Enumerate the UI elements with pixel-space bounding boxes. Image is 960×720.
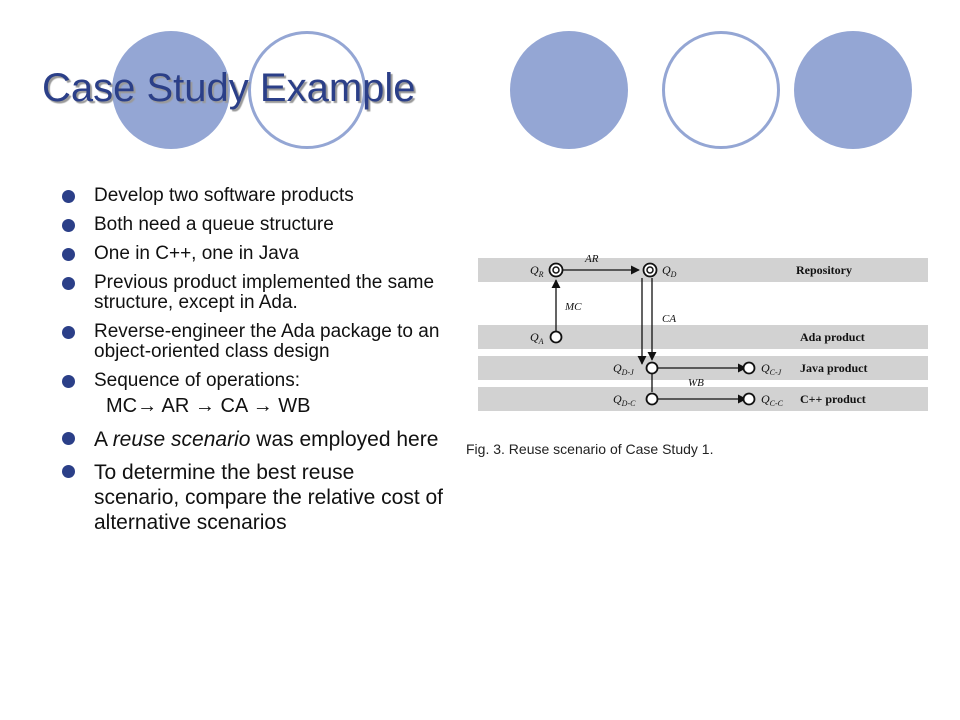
figure-caption: Fig. 3. Reuse scenario of Case Study 1.	[466, 441, 714, 457]
bullet-item: One in C++, one in Java	[60, 244, 445, 264]
lane-repository	[478, 258, 928, 282]
lane-label-cpp: C++ product	[800, 392, 866, 406]
bullet-text-after: was employed here	[250, 428, 439, 451]
node-label-qr: QR	[530, 263, 544, 279]
bullet-text: Previous product implemented the same st…	[94, 272, 435, 313]
edge-label-wb: WB	[688, 377, 704, 389]
edge-label-ar: AR	[584, 253, 599, 265]
bullet-text: To determine the best reuse scenario, co…	[94, 461, 444, 534]
decor-circle-4	[662, 31, 780, 149]
node-qr-inner	[552, 266, 560, 274]
bullet-dot-icon	[62, 248, 75, 261]
lane-label-ada: Ada product	[800, 330, 865, 344]
bullet-dot-icon	[62, 190, 75, 203]
edge-label-ca: CA	[662, 313, 676, 325]
bullet-text: Both need a queue structure	[94, 214, 334, 235]
node-label-qa: QA	[530, 330, 544, 346]
bullet-text: One in C++, one in Java	[94, 243, 299, 264]
bullet-text: Develop two software products	[94, 185, 354, 206]
node-label-qdj: QD-J	[613, 361, 634, 377]
bullet-dot-icon	[62, 277, 75, 290]
bullet-item: Previous product implemented the same st…	[60, 273, 445, 313]
node-label-qcc: QC-C	[761, 392, 784, 408]
bullet-text: Reverse-engineer the Ada package to an o…	[94, 321, 440, 362]
bullet-item: Both need a queue structure	[60, 215, 445, 235]
operation-sequence: MC→ AR → CA → WB	[106, 395, 311, 417]
node-label-qdc: QD-C	[613, 392, 636, 408]
node-label-qcj: QC-J	[761, 361, 782, 377]
bullet-text: Sequence of operations:	[94, 370, 300, 391]
bullet-dot-icon	[62, 219, 75, 232]
node-qa	[549, 330, 563, 344]
reuse-scenario-diagram: Repository Ada product Java product C++ …	[478, 253, 928, 411]
node-qdj	[645, 361, 659, 375]
lane-label-repository: Repository	[796, 263, 852, 277]
node-qcc	[742, 392, 756, 406]
node-qdc	[645, 392, 659, 406]
bullet-text-before: A	[94, 428, 113, 451]
decor-circle-1	[112, 31, 230, 149]
bullet-dot-icon	[62, 432, 75, 445]
slide-title: Case Study Example	[42, 66, 416, 110]
node-qd-inner	[646, 266, 654, 274]
bullet-item: Sequence of operations:	[60, 371, 445, 391]
bullet-list: Develop two software products Both need …	[60, 186, 445, 543]
node-label-qd: QD	[662, 263, 677, 279]
bullet-dot-icon	[62, 375, 75, 388]
bullet-item: Develop two software products	[60, 186, 445, 206]
node-qcj	[742, 361, 756, 375]
decor-circle-3	[510, 31, 628, 149]
bullet-item: To determine the best reuse scenario, co…	[60, 460, 445, 535]
bullet-dot-icon	[62, 465, 75, 478]
decor-circle-2	[248, 31, 366, 149]
bullet-item: Reverse-engineer the Ada package to an o…	[60, 322, 445, 362]
bullet-text-emphasis: reuse scenario	[112, 428, 251, 451]
bullet-dot-icon	[62, 326, 75, 339]
edge-label-mc: MC	[564, 301, 582, 313]
lane-label-java: Java product	[800, 361, 867, 375]
bullet-item: A reuse scenario was employed here	[60, 427, 445, 452]
decor-circle-5	[794, 31, 912, 149]
